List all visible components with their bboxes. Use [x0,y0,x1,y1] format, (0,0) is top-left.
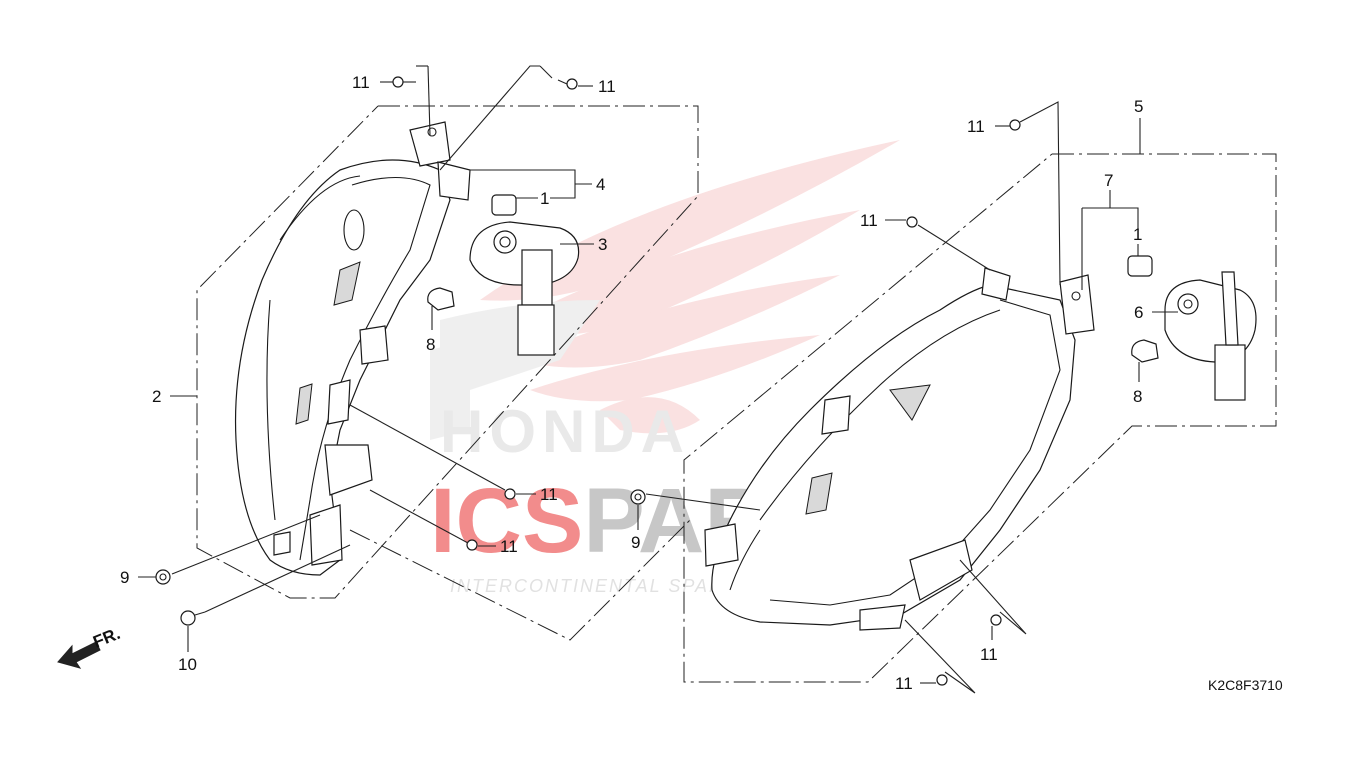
left-bulb-8 [427,287,455,311]
screw-11-left-low [466,539,478,551]
callout-11-right-low2: 11 [895,674,913,693]
screw-11-top-left [392,76,416,88]
callout-9-right: 9 [631,533,640,552]
screw-11-top-mid [557,78,578,90]
bolt-10-left [180,610,206,626]
right-headlight-assembly [704,255,1257,631]
callout-6: 6 [1134,303,1143,322]
screw-11-left-mid [504,488,516,500]
callout-10: 10 [178,655,197,674]
screw-11-right-top [1009,119,1021,131]
front-direction-label: FR. [90,624,123,652]
bolt-9-right [630,489,646,505]
callout-11-top-left: 11 [352,73,370,92]
callout-11-right-top: 11 [967,117,985,136]
watermark-brand-word: HONDA [440,398,690,465]
left-headlight-assembly [234,121,580,576]
screw-11-right-upper [906,216,918,228]
right-socket-6 [1164,271,1257,401]
front-arrow-icon [57,641,101,669]
leader-lines [138,65,1178,694]
callout-9-left: 9 [120,568,129,587]
front-direction-indicator: FR. [57,624,123,669]
right-bulb-8 [1131,339,1159,363]
callout-11-left-mid: 11 [540,485,558,504]
callout-11-left-low: 11 [500,537,518,556]
callout-5: 5 [1134,97,1143,116]
callout-7: 7 [1104,171,1113,190]
callout-3: 3 [598,235,607,254]
bolt-9-left [155,569,171,585]
callout-8-right: 8 [1133,387,1142,406]
assembly-outlines [196,105,1277,683]
callout-1-right: 1 [1133,225,1142,244]
callout-8-left: 8 [426,335,435,354]
callout-11-right-upper: 11 [860,211,878,230]
left-cap-1 [491,194,517,216]
screw-11-right-low2 [936,674,948,686]
honda-wing-logo: HONDA [430,140,900,465]
callout-labels: 11 11 4 1 3 8 2 11 11 9 10 9 11 5 11 7 1… [120,73,1143,693]
right-cap-1 [1127,255,1153,277]
callout-2: 2 [152,387,161,406]
screw-11-right-low1 [990,614,1002,626]
callout-4: 4 [596,175,605,194]
left-socket-3 [469,221,580,356]
diagram-code: K2C8F3710 [1208,677,1283,693]
callout-1-left: 1 [540,189,549,208]
callout-11-top-mid: 11 [598,77,616,96]
callout-11-right-low1: 11 [980,645,998,664]
